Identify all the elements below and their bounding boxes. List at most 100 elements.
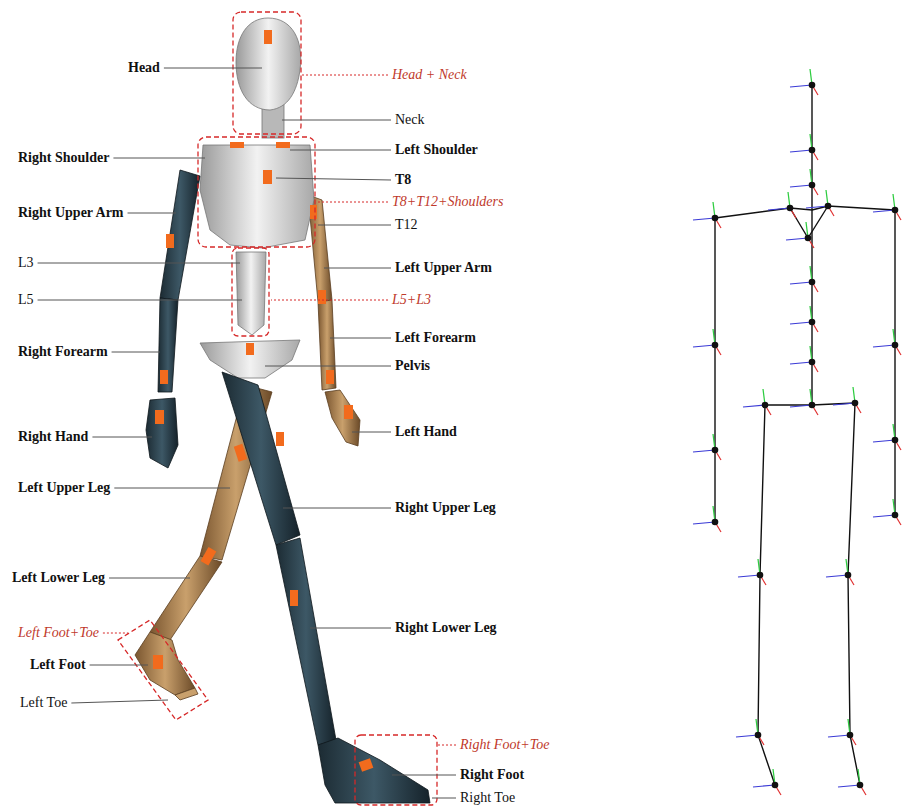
leader-line bbox=[271, 300, 388, 301]
leader-line bbox=[90, 665, 148, 666]
axis-tick bbox=[790, 85, 812, 87]
torso bbox=[200, 145, 314, 378]
skeleton-joints bbox=[693, 69, 901, 795]
axis-tick bbox=[743, 405, 765, 407]
segment-label: Neck bbox=[395, 111, 425, 129]
joint-dot bbox=[825, 203, 832, 210]
leader-line bbox=[109, 578, 190, 579]
axis-tick bbox=[838, 785, 860, 787]
leader-line bbox=[352, 432, 391, 433]
axis-tick bbox=[828, 735, 850, 737]
group-label: Head + Neck bbox=[392, 66, 467, 84]
joint-dot bbox=[772, 782, 779, 789]
segment-label: Right Shoulder bbox=[18, 149, 109, 167]
axis-tick bbox=[786, 238, 808, 240]
axis-tick bbox=[873, 345, 895, 347]
leader-line bbox=[112, 352, 160, 353]
axis-tick bbox=[693, 450, 715, 452]
axis-tick bbox=[753, 785, 775, 787]
joint-dot bbox=[845, 572, 852, 579]
leader-line bbox=[38, 263, 240, 264]
segment-label: Left Toe bbox=[20, 694, 67, 712]
group-label: L5+L3 bbox=[392, 291, 431, 309]
axis-tick bbox=[693, 522, 715, 524]
axis-tick bbox=[790, 282, 812, 284]
axis-tick bbox=[693, 345, 715, 347]
joint-dot bbox=[892, 342, 899, 349]
leader-line bbox=[302, 75, 388, 76]
leader-line bbox=[310, 628, 391, 629]
joint-dot bbox=[712, 519, 719, 526]
segment-label: Left Shoulder bbox=[395, 141, 478, 159]
left-arm bbox=[308, 195, 360, 446]
joint-dot bbox=[809, 82, 816, 89]
joint-dot bbox=[847, 732, 854, 739]
joint-dot bbox=[809, 319, 816, 326]
joint-dot bbox=[757, 572, 764, 579]
joint-dot bbox=[809, 359, 816, 366]
segment-label: Right Upper Leg bbox=[395, 499, 496, 517]
axis-tick bbox=[790, 322, 812, 324]
leader-line bbox=[38, 300, 242, 301]
group-outlines bbox=[118, 12, 437, 805]
segment-label: T8 bbox=[395, 171, 411, 189]
axis-tick bbox=[873, 210, 895, 212]
axis-tick bbox=[790, 362, 812, 364]
leader-line bbox=[71, 700, 168, 703]
joint-dot bbox=[805, 235, 812, 242]
joint-dot bbox=[755, 732, 762, 739]
segment-label: L5 bbox=[18, 291, 34, 309]
segment-label: Right Hand bbox=[18, 428, 88, 446]
leader-line bbox=[330, 338, 391, 339]
segment-label: Left Foot bbox=[30, 656, 86, 674]
joint-dot bbox=[852, 400, 859, 407]
joint-dot bbox=[892, 437, 899, 444]
leader-line bbox=[290, 150, 391, 151]
joint-dot bbox=[712, 215, 719, 222]
joint-dot bbox=[892, 207, 899, 214]
leader-line bbox=[392, 775, 456, 776]
axis-tick bbox=[790, 185, 812, 187]
sensor-markers bbox=[153, 30, 373, 772]
right-arm bbox=[146, 170, 200, 468]
joint-dot bbox=[809, 182, 816, 189]
axis-tick bbox=[833, 403, 855, 405]
joint-dot bbox=[809, 402, 816, 409]
group-label: Right Foot+Toe bbox=[460, 736, 549, 754]
axis-tick bbox=[826, 575, 848, 577]
segment-label: Right Toe bbox=[460, 789, 515, 807]
segment-label: Left Upper Arm bbox=[395, 259, 492, 277]
segment-label: Head bbox=[128, 59, 160, 77]
axis-tick bbox=[736, 735, 758, 737]
segment-label: Left Forearm bbox=[395, 329, 476, 347]
segment-label: T12 bbox=[395, 216, 418, 234]
leader-line bbox=[92, 437, 152, 438]
axis-tick bbox=[806, 206, 828, 208]
leader-line bbox=[128, 213, 176, 214]
joint-dot bbox=[712, 342, 719, 349]
segment-label: L3 bbox=[18, 254, 34, 272]
skeleton bbox=[715, 85, 895, 785]
joint-dot bbox=[762, 402, 769, 409]
leader-line bbox=[324, 268, 391, 269]
leader-line bbox=[318, 225, 391, 226]
segment-label: Left Upper Leg bbox=[18, 479, 110, 497]
axis-tick bbox=[873, 440, 895, 442]
leader-line bbox=[103, 633, 128, 634]
axis-tick bbox=[693, 218, 715, 220]
segment-label: Right Upper Arm bbox=[18, 204, 124, 222]
leader-line bbox=[432, 798, 456, 799]
group-label: Left Foot+Toe bbox=[18, 624, 99, 642]
joint-dot bbox=[857, 782, 864, 789]
joint-dot bbox=[809, 279, 816, 286]
leader-line bbox=[438, 745, 456, 746]
segment-label: Right Foot bbox=[460, 766, 524, 784]
segment-label: Right Lower Leg bbox=[395, 619, 497, 637]
segment-label: Left Lower Leg bbox=[12, 569, 105, 587]
axis-tick bbox=[738, 575, 760, 577]
leader-line bbox=[114, 488, 230, 489]
leader-line bbox=[164, 68, 262, 69]
joint-dot bbox=[712, 447, 719, 454]
